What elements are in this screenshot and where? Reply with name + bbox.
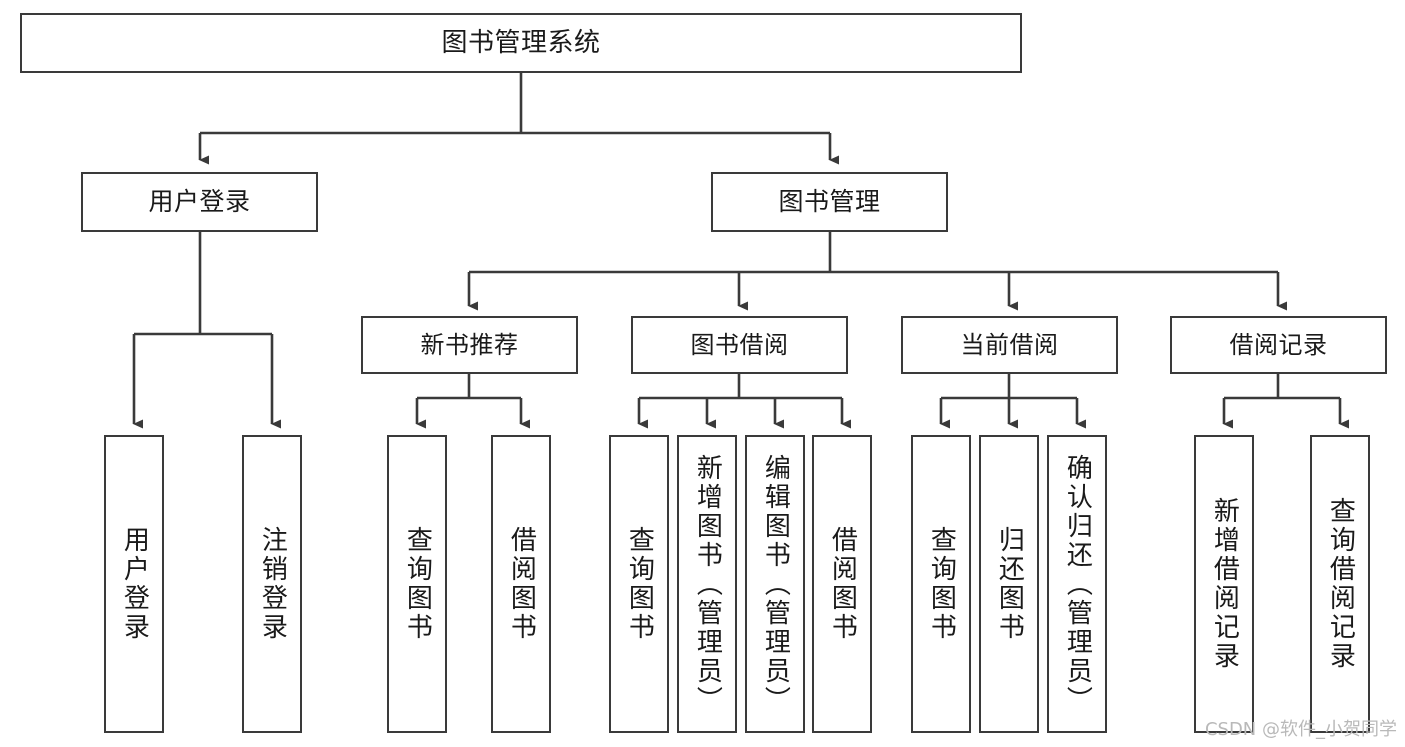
leaf-new-book-query-label: 查询图书 [402, 526, 433, 642]
leaf-book-borrow-edit-label: 编辑图书（管理员） [760, 453, 791, 715]
leaf-book-borrow-borrow-label: 借阅图书 [827, 526, 858, 642]
leaf-new-book-query[interactable]: 查询图书 [387, 435, 447, 733]
node-root-system[interactable]: 图书管理系统 [20, 13, 1022, 73]
node-borrow-record[interactable]: 借阅记录 [1170, 316, 1387, 374]
leaf-user-login-login[interactable]: 用户登录 [104, 435, 164, 733]
node-user-login[interactable]: 用户登录 [81, 172, 318, 232]
node-current-borrow-label: 当前借阅 [960, 330, 1059, 359]
leaf-current-borrow-return-label: 归还图书 [994, 526, 1025, 642]
leaf-book-borrow-query-label: 查询图书 [624, 526, 655, 642]
node-book-manage[interactable]: 图书管理 [711, 172, 948, 232]
leaf-borrow-record-add-label: 新增借阅记录 [1209, 497, 1240, 671]
leaf-new-book-borrow[interactable]: 借阅图书 [491, 435, 551, 733]
leaf-book-borrow-edit[interactable]: 编辑图书（管理员） [745, 435, 805, 733]
csdn-watermark: CSDN @软件_小贺同学 [1204, 719, 1397, 740]
leaf-borrow-record-add[interactable]: 新增借阅记录 [1194, 435, 1254, 733]
leaf-book-borrow-add[interactable]: 新增图书（管理员） [677, 435, 737, 733]
leaf-book-borrow-borrow[interactable]: 借阅图书 [812, 435, 872, 733]
leaf-current-borrow-confirm[interactable]: 确认归还（管理员） [1047, 435, 1107, 733]
leaf-book-borrow-add-label: 新增图书（管理员） [692, 453, 723, 715]
leaf-current-borrow-query-label: 查询图书 [926, 526, 957, 642]
leaf-user-login-login-label: 用户登录 [119, 526, 150, 642]
leaf-user-login-logout-label: 注销登录 [257, 526, 288, 642]
node-book-manage-label: 图书管理 [778, 187, 881, 217]
node-borrow-record-label: 借阅记录 [1229, 330, 1328, 359]
node-new-book-recommend-label: 新书推荐 [420, 330, 519, 359]
node-root-system-label: 图书管理系统 [441, 27, 601, 58]
leaf-current-borrow-confirm-label: 确认归还（管理员） [1062, 453, 1093, 715]
node-book-borrow[interactable]: 图书借阅 [631, 316, 848, 374]
leaf-borrow-record-query-label: 查询借阅记录 [1325, 497, 1356, 671]
leaf-current-borrow-return[interactable]: 归还图书 [979, 435, 1039, 733]
leaf-current-borrow-query[interactable]: 查询图书 [911, 435, 971, 733]
node-book-borrow-label: 图书借阅 [690, 330, 789, 359]
node-current-borrow[interactable]: 当前借阅 [901, 316, 1118, 374]
node-user-login-label: 用户登录 [148, 187, 251, 217]
node-new-book-recommend[interactable]: 新书推荐 [361, 316, 578, 374]
leaf-book-borrow-query[interactable]: 查询图书 [609, 435, 669, 733]
leaf-new-book-borrow-label: 借阅图书 [506, 526, 537, 642]
leaf-borrow-record-query[interactable]: 查询借阅记录 [1310, 435, 1370, 733]
leaf-user-login-logout[interactable]: 注销登录 [242, 435, 302, 733]
